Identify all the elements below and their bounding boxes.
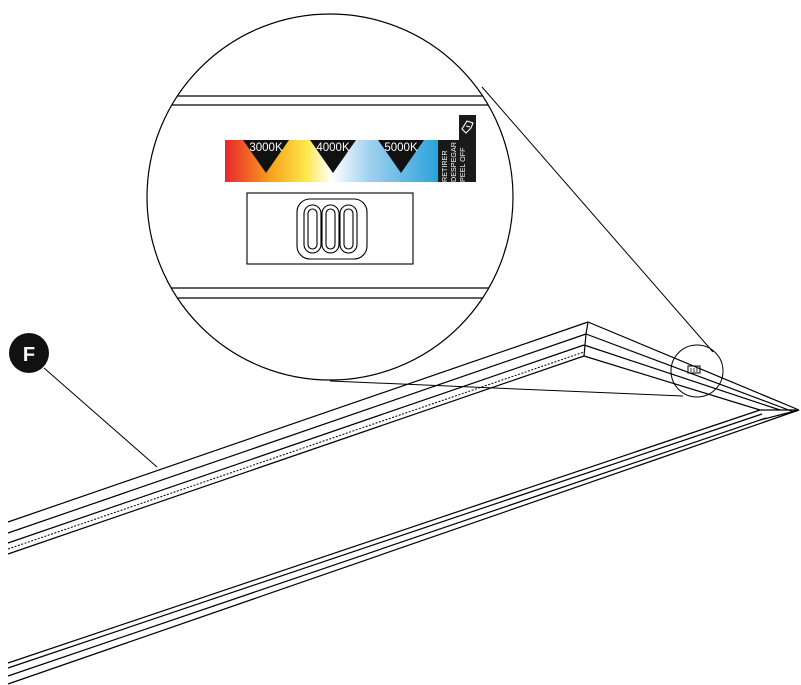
magnifier-circle (146, 13, 514, 381)
cct-label: 3000K 4000K 5000K RETIRER DESPEGAR PEEL … (225, 115, 476, 182)
cct-tick-label: 3000K (249, 142, 283, 154)
callout-letter: F (23, 344, 35, 366)
cct-tick-markers (243, 140, 424, 173)
cct-tick-label: 5000K (384, 142, 418, 154)
peel-tab (459, 115, 476, 140)
panel-fixture (7, 321, 800, 685)
slide-switch-icon (246, 192, 414, 265)
peel-off-text: DESPEGAR (449, 142, 458, 182)
cct-tick-label: 4000K (316, 142, 350, 154)
peel-off-text: RETIRER (440, 150, 449, 182)
peel-tab-icon (461, 120, 474, 134)
detail-source-circle (670, 344, 724, 398)
peel-off-text: PEEL OFF (458, 147, 467, 182)
magnifier-connector-lines (329, 86, 714, 397)
peel-off-strip (438, 140, 476, 182)
callout-leader-line (43, 367, 158, 468)
callout-badge: F (9, 333, 49, 373)
